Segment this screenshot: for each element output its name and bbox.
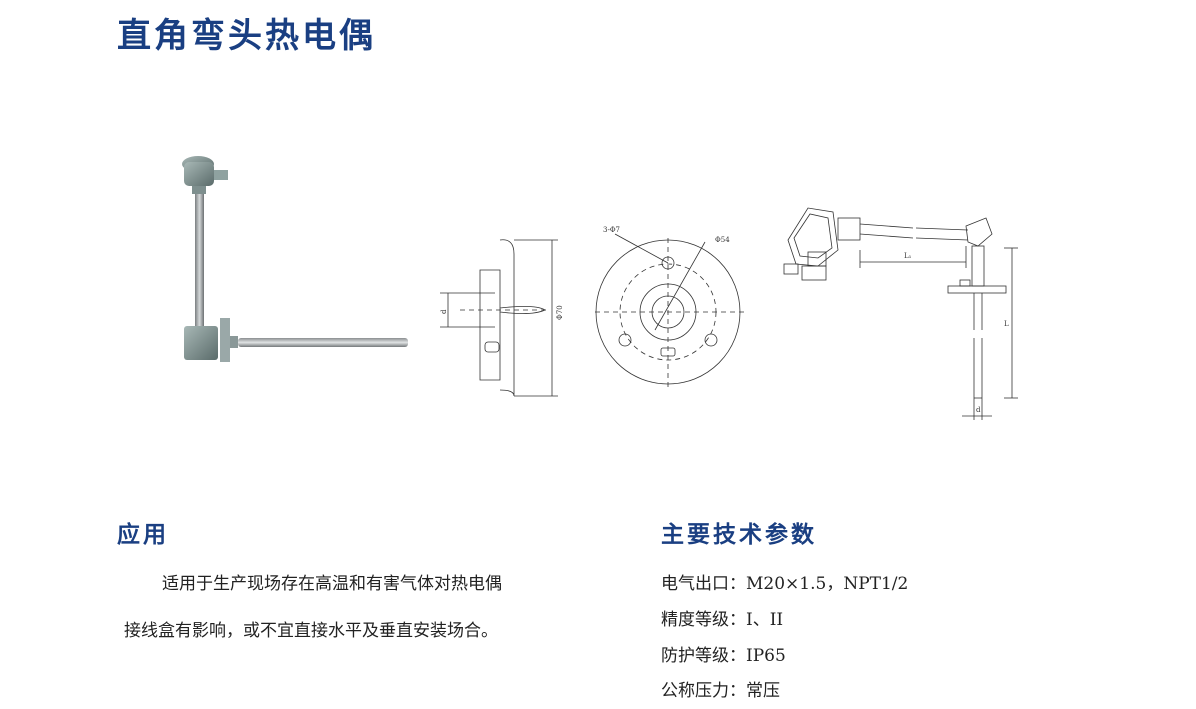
dim-d-assembly: d xyxy=(976,406,981,414)
spec-label: 防护等级： xyxy=(661,646,746,666)
assembly-drawing: L₁ L d xyxy=(783,207,1018,420)
dim-d-side: d xyxy=(440,309,448,314)
dim-phi54: Φ54 xyxy=(715,236,730,244)
application-text-line1: 适用于生产现场存在高温和有害气体对热电偶 xyxy=(162,574,502,594)
dim-holes: 3-Φ7 xyxy=(603,226,620,234)
product-photo xyxy=(182,156,408,362)
spec-row-accuracy: 精度等级：I、II xyxy=(661,609,783,631)
flange-front-drawing: 3-Φ7 Φ54 xyxy=(595,226,745,390)
spec-value: I、II xyxy=(746,610,784,630)
dim-phi70: Φ70 xyxy=(556,305,564,320)
spec-label: 精度等级： xyxy=(661,610,746,630)
spec-label: 公称压力： xyxy=(661,681,746,701)
spec-row-pressure: 公称压力：常压 xyxy=(661,680,780,702)
spec-value: 常压 xyxy=(746,681,780,701)
flange-side-drawing: d Φ70 xyxy=(440,239,564,397)
page-title: 直角弯头热电偶 xyxy=(117,16,376,56)
application-heading: 应用 xyxy=(117,522,169,548)
application-text-line2: 接线盒有影响，或不宜直接水平及垂直安装场合。 xyxy=(124,621,498,641)
spec-row-electrical-outlet: 电气出口：M20×1.5，NPT1/2 xyxy=(661,573,908,595)
spec-value: IP65 xyxy=(746,646,786,666)
dim-L: L xyxy=(1004,320,1009,328)
spec-row-protection: 防护等级：IP65 xyxy=(661,645,786,667)
specs-heading: 主要技术参数 xyxy=(661,522,817,548)
spec-label: 电气出口： xyxy=(661,574,746,594)
dim-L1: L₁ xyxy=(904,252,912,260)
spec-value: M20×1.5，NPT1/2 xyxy=(746,574,909,594)
